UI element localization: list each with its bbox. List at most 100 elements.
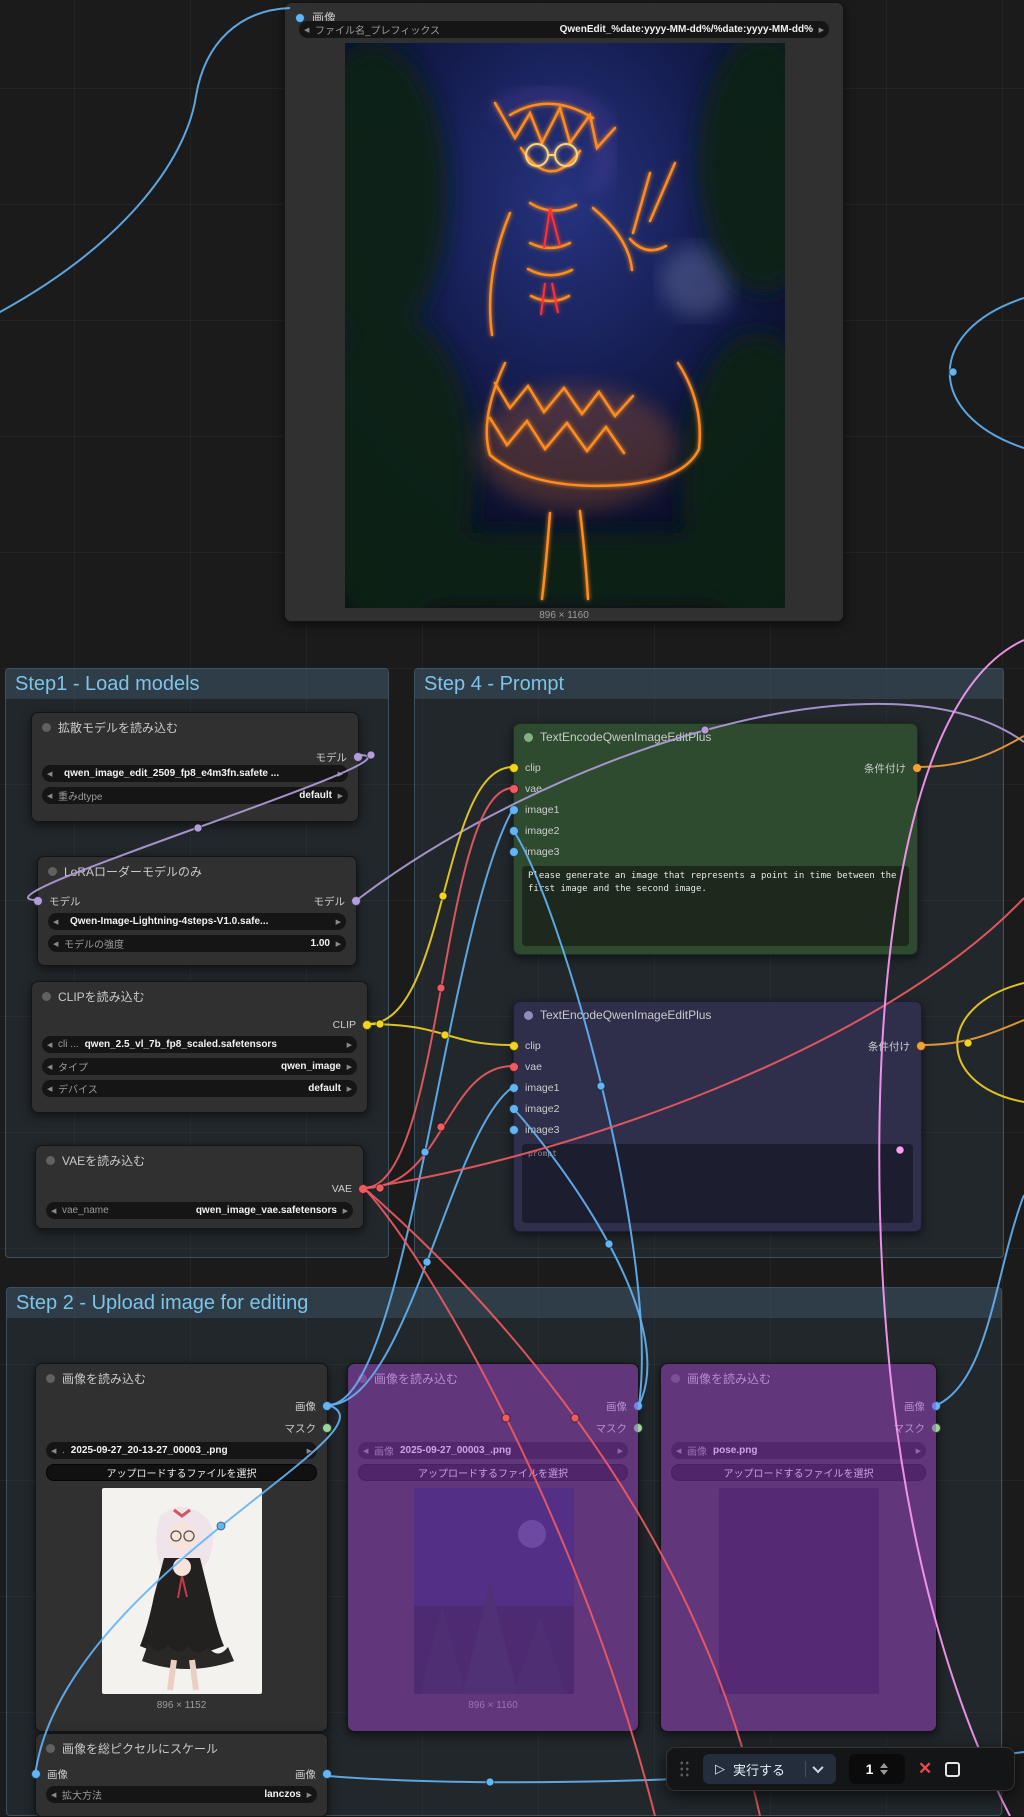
port-label: 画像 <box>606 1399 627 1414</box>
model-input-port[interactable] <box>33 896 43 906</box>
node-text-encode-1[interactable]: TextEncodeQwenImageEditPlus clip vae ima… <box>513 723 918 955</box>
port-label: 画像 <box>295 1767 316 1782</box>
chevron-down-icon[interactable] <box>812 1762 823 1773</box>
collapse-dot[interactable] <box>46 1156 55 1165</box>
upload-file-button[interactable]: アップロードするファイルを選択 <box>358 1464 628 1481</box>
mask-output-port[interactable] <box>322 1423 332 1433</box>
node-scale-image[interactable]: 画像を総ピクセルにスケール 画像 画像 拡大方法 lanczos <box>35 1733 328 1817</box>
clip-device-combo[interactable]: デバイス default <box>42 1080 357 1097</box>
image-output-port[interactable] <box>633 1401 643 1411</box>
resolution-label: 896 × 1152 <box>36 1700 327 1711</box>
clip-type-combo[interactable]: タイプ qwen_image <box>42 1058 357 1075</box>
preview-art <box>414 1488 574 1694</box>
mask-output-port[interactable] <box>633 1423 643 1433</box>
port-label: VAE <box>332 1183 352 1195</box>
divider <box>805 1761 806 1777</box>
image-output-port[interactable] <box>931 1401 941 1411</box>
image1-input-port[interactable] <box>509 1083 519 1093</box>
clip-name-combo[interactable]: cli ... qwen_2.5_vl_7b_fp8_scaled.safete… <box>42 1036 357 1053</box>
image3-input-port[interactable] <box>509 1125 519 1135</box>
image2-input-port[interactable] <box>509 826 519 836</box>
vae-output-port[interactable] <box>358 1184 368 1194</box>
collapse-dot[interactable] <box>48 867 57 876</box>
mask-output-port[interactable] <box>931 1423 941 1433</box>
port-label: image2 <box>525 1103 559 1115</box>
port-label: モデル <box>314 894 346 909</box>
port-label: 条件付け <box>864 761 906 776</box>
port-label: clip <box>525 762 541 774</box>
stepper-arrows-icon[interactable] <box>880 1763 888 1775</box>
widget-label: ファイル名_プレフィックス <box>315 22 440 37</box>
vae-input-port[interactable] <box>509 784 519 794</box>
node-title: 画像を総ピクセルにスケール <box>62 1740 218 1757</box>
group-step4-header[interactable]: Step 4 - Prompt <box>415 669 1003 699</box>
upload-file-button[interactable]: アップロードするファイルを選択 <box>671 1464 926 1481</box>
filename-prefix-widget[interactable]: ファイル名_プレフィックス QwenEdit_%date:yyyy-MM-dd%… <box>299 21 829 38</box>
image1-input-port[interactable] <box>509 805 519 815</box>
image3-input-port[interactable] <box>509 847 519 857</box>
prompt-textarea[interactable]: prompt <box>522 1144 913 1223</box>
node-text-encode-2[interactable]: TextEncodeQwenImageEditPlus clip vae ima… <box>513 1001 922 1232</box>
image-input-port[interactable] <box>31 1769 41 1779</box>
run-button[interactable]: 実行する <box>703 1754 836 1784</box>
stop-icon[interactable] <box>945 1762 960 1777</box>
image-output-port[interactable] <box>322 1401 332 1411</box>
collapse-dot[interactable] <box>524 1011 533 1020</box>
model-output-port[interactable] <box>351 896 361 906</box>
unet-name-combo[interactable]: qwen_image_edit_2509_fp8_e4m3fn.safete .… <box>42 765 348 782</box>
group-step2-header[interactable]: Step 2 - Upload image for editing <box>7 1288 1001 1318</box>
batch-count-value: 1 <box>866 1761 874 1777</box>
collapse-dot[interactable] <box>358 1374 367 1383</box>
vae-name-combo[interactable]: vae_name qwen_image_vae.safetensors <box>46 1202 353 1219</box>
collapse-dot[interactable] <box>46 1374 55 1383</box>
node-title: TextEncodeQwenImageEditPlus <box>540 730 711 744</box>
node-title: VAEを読み込む <box>62 1152 145 1169</box>
model-output-port[interactable] <box>353 752 363 762</box>
image-file-combo[interactable]: 画像 2025-09-27_00003_.png <box>358 1442 628 1459</box>
execution-toolbar: 実行する 1 <box>666 1747 1015 1791</box>
weight-dtype-combo[interactable]: 重みdtype default <box>42 787 348 804</box>
collapse-dot[interactable] <box>42 723 51 732</box>
input-preview-image <box>719 1488 879 1694</box>
port-label: 画像 <box>47 1767 68 1782</box>
port-label: CLIP <box>333 1019 356 1031</box>
lora-strength-widget[interactable]: モデルの強度 1.00 <box>48 935 346 952</box>
upscale-method-combo[interactable]: 拡大方法 lanczos <box>46 1786 317 1803</box>
image-file-combo[interactable]: . 2025-09-27_20-13-27_00003_.png <box>46 1442 317 1459</box>
node-load-image-1[interactable]: 画像を読み込む 画像 マスク . 2025-09-27_20-13-27_000… <box>35 1363 328 1732</box>
node-load-image-2[interactable]: 画像を読み込む 画像 マスク 画像 2025-09-27_00003_.png … <box>347 1363 639 1732</box>
clip-output-port[interactable] <box>362 1020 372 1030</box>
node-load-image-3[interactable]: 画像を読み込む 画像 マスク 画像 pose.png アップロードするファイルを… <box>660 1363 937 1732</box>
image-file-combo[interactable]: 画像 pose.png <box>671 1442 926 1459</box>
node-load-diffusion-model[interactable]: 拡散モデルを読み込む モデル qwen_image_edit_2509_fp8_… <box>31 712 359 822</box>
drag-handle-icon[interactable] <box>679 1760 690 1778</box>
node-save-image[interactable]: 画像 ファイル名_プレフィックス QwenEdit_%date:yyyy-MM-… <box>284 2 844 622</box>
collapse-dot[interactable] <box>42 992 51 1001</box>
collapse-dot[interactable] <box>524 733 533 742</box>
lora-name-combo[interactable]: Qwen-Image-Lightning-4steps-V1.0.safe... <box>48 913 346 930</box>
cancel-icon[interactable] <box>918 1759 932 1779</box>
node-title: CLIPを読み込む <box>58 988 145 1005</box>
node-clip-loader[interactable]: CLIPを読み込む CLIP cli ... qwen_2.5_vl_7b_fp… <box>31 981 368 1113</box>
clip-input-port[interactable] <box>509 763 519 773</box>
vae-input-port[interactable] <box>509 1062 519 1072</box>
port-label: clip <box>525 1040 541 1052</box>
collapse-dot[interactable] <box>46 1744 55 1753</box>
prompt-textarea[interactable]: Please generate an image that represents… <box>522 866 909 946</box>
node-lora-loader[interactable]: LoRAローダーモデルのみ モデル モデル Qwen-Image-Lightni… <box>37 856 357 966</box>
upload-file-button[interactable]: アップロードするファイルを選択 <box>46 1464 317 1481</box>
group-step1-header[interactable]: Step1 - Load models <box>6 669 388 699</box>
conditioning-output-port[interactable] <box>912 763 922 773</box>
image2-input-port[interactable] <box>509 1104 519 1114</box>
run-button-label: 実行する <box>733 1760 785 1779</box>
port-label: image2 <box>525 825 559 837</box>
port-label: 条件付け <box>868 1039 910 1054</box>
image-output-port[interactable] <box>322 1769 332 1779</box>
node-vae-loader[interactable]: VAEを読み込む VAE vae_name qwen_image_vae.saf… <box>35 1145 364 1229</box>
batch-count-input[interactable]: 1 <box>849 1754 905 1784</box>
conditioning-output-port[interactable] <box>916 1041 926 1051</box>
collapse-dot[interactable] <box>671 1374 680 1383</box>
clip-input-port[interactable] <box>509 1041 519 1051</box>
resolution-label: 896 × 1160 <box>285 610 843 621</box>
